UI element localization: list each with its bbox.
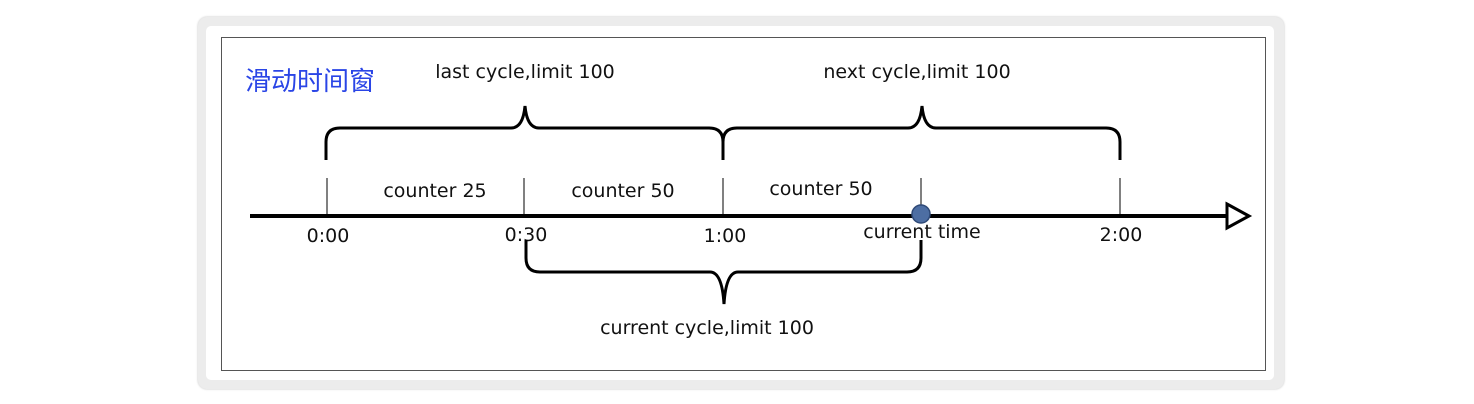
next-cycle-label: next cycle,limit 100 <box>823 61 1010 83</box>
diagram-border <box>221 37 1266 371</box>
last-cycle-brace <box>324 105 725 160</box>
counter-label-3: counter 50 <box>769 178 872 200</box>
tick-label-2-00: 2:00 <box>1100 224 1143 246</box>
diagram-frame <box>198 17 1284 389</box>
current-time-marker <box>911 204 931 224</box>
tick-label-1-00: 1:00 <box>704 225 747 247</box>
time-axis-arrow <box>1225 201 1253 231</box>
next-cycle-brace <box>721 105 1122 160</box>
current-time-label: current time <box>863 221 981 243</box>
current-cycle-label: current cycle,limit 100 <box>600 317 814 339</box>
tick-label-0-00: 0:00 <box>307 225 350 247</box>
diagram-title: 滑动时间窗 <box>245 67 375 97</box>
counter-label-1: counter 25 <box>383 180 486 202</box>
diagram-frame-inner <box>206 26 1274 380</box>
tick-label-0-30: 0:30 <box>505 224 548 246</box>
counter-label-2: counter 50 <box>571 180 674 202</box>
last-cycle-label: last cycle,limit 100 <box>435 61 615 83</box>
current-cycle-brace <box>524 240 923 305</box>
